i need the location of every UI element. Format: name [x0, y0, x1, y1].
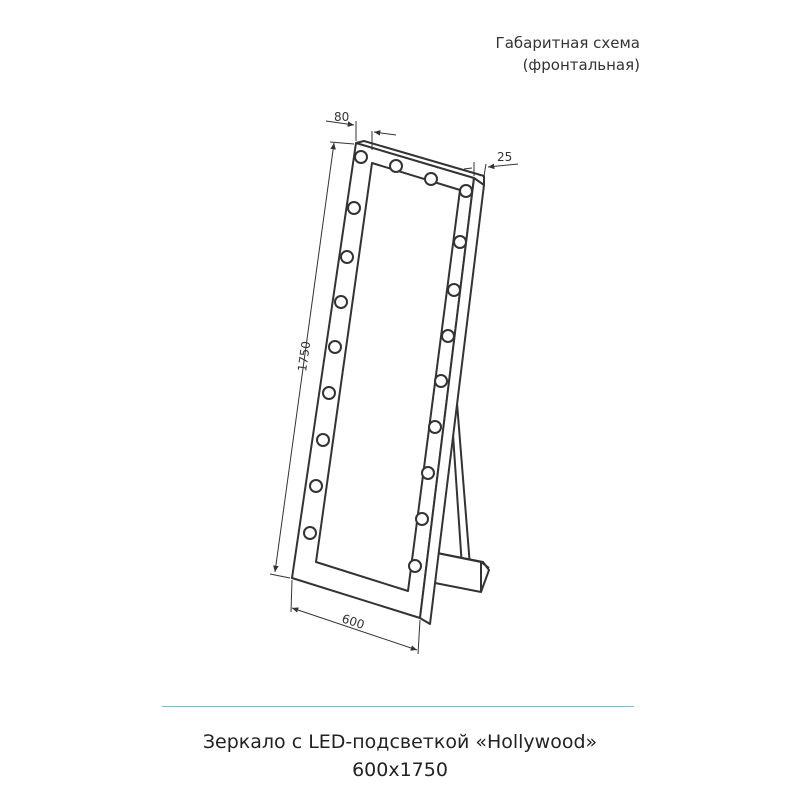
led-bulb: [434, 374, 448, 388]
schema-title-line1: Габаритная схема: [495, 34, 640, 52]
dimension-width: [290, 579, 421, 655]
product-name: Зеркало с LED-подсветкой «Hollywood»: [202, 731, 598, 753]
mirror-frame: [291, 140, 485, 625]
led-bulb: [424, 172, 438, 186]
led-bulb: [309, 479, 323, 493]
schema-title-line2: (фронтальная): [522, 56, 640, 74]
product-caption: Зеркало с LED-подсветкой «Hollywood» 600…: [0, 728, 800, 784]
led-bulb: [334, 295, 348, 309]
led-bulb: [447, 283, 461, 297]
led-bulb: [459, 184, 473, 198]
product-size: 600x1750: [352, 759, 448, 781]
schema-title: Габаритная схема (фронтальная): [496, 32, 640, 76]
led-bulb: [328, 340, 342, 354]
dimension-depth-label: 25: [497, 150, 512, 164]
led-bulb: [347, 201, 361, 215]
dimension-frame-width-label: 80: [334, 110, 349, 124]
dimension-height-label: 1750: [295, 340, 313, 372]
led-bulb: [340, 250, 354, 264]
dimension-depth: [463, 162, 519, 177]
dimension-width-label: 600: [340, 612, 366, 632]
led-bulb: [428, 420, 442, 434]
dimension-frame-width: [325, 120, 397, 150]
divider-line: [162, 706, 634, 707]
led-bulb: [421, 466, 435, 480]
led-bulb: [441, 329, 455, 343]
led-bulb: [389, 159, 403, 173]
led-bulb: [316, 433, 330, 447]
led-bulb: [303, 526, 317, 540]
led-bulb: [453, 235, 467, 249]
led-bulb: [354, 150, 368, 164]
led-bulb: [408, 559, 422, 573]
dimension-height: [269, 141, 355, 579]
led-bulb: [322, 386, 336, 400]
led-bulb: [415, 512, 429, 526]
